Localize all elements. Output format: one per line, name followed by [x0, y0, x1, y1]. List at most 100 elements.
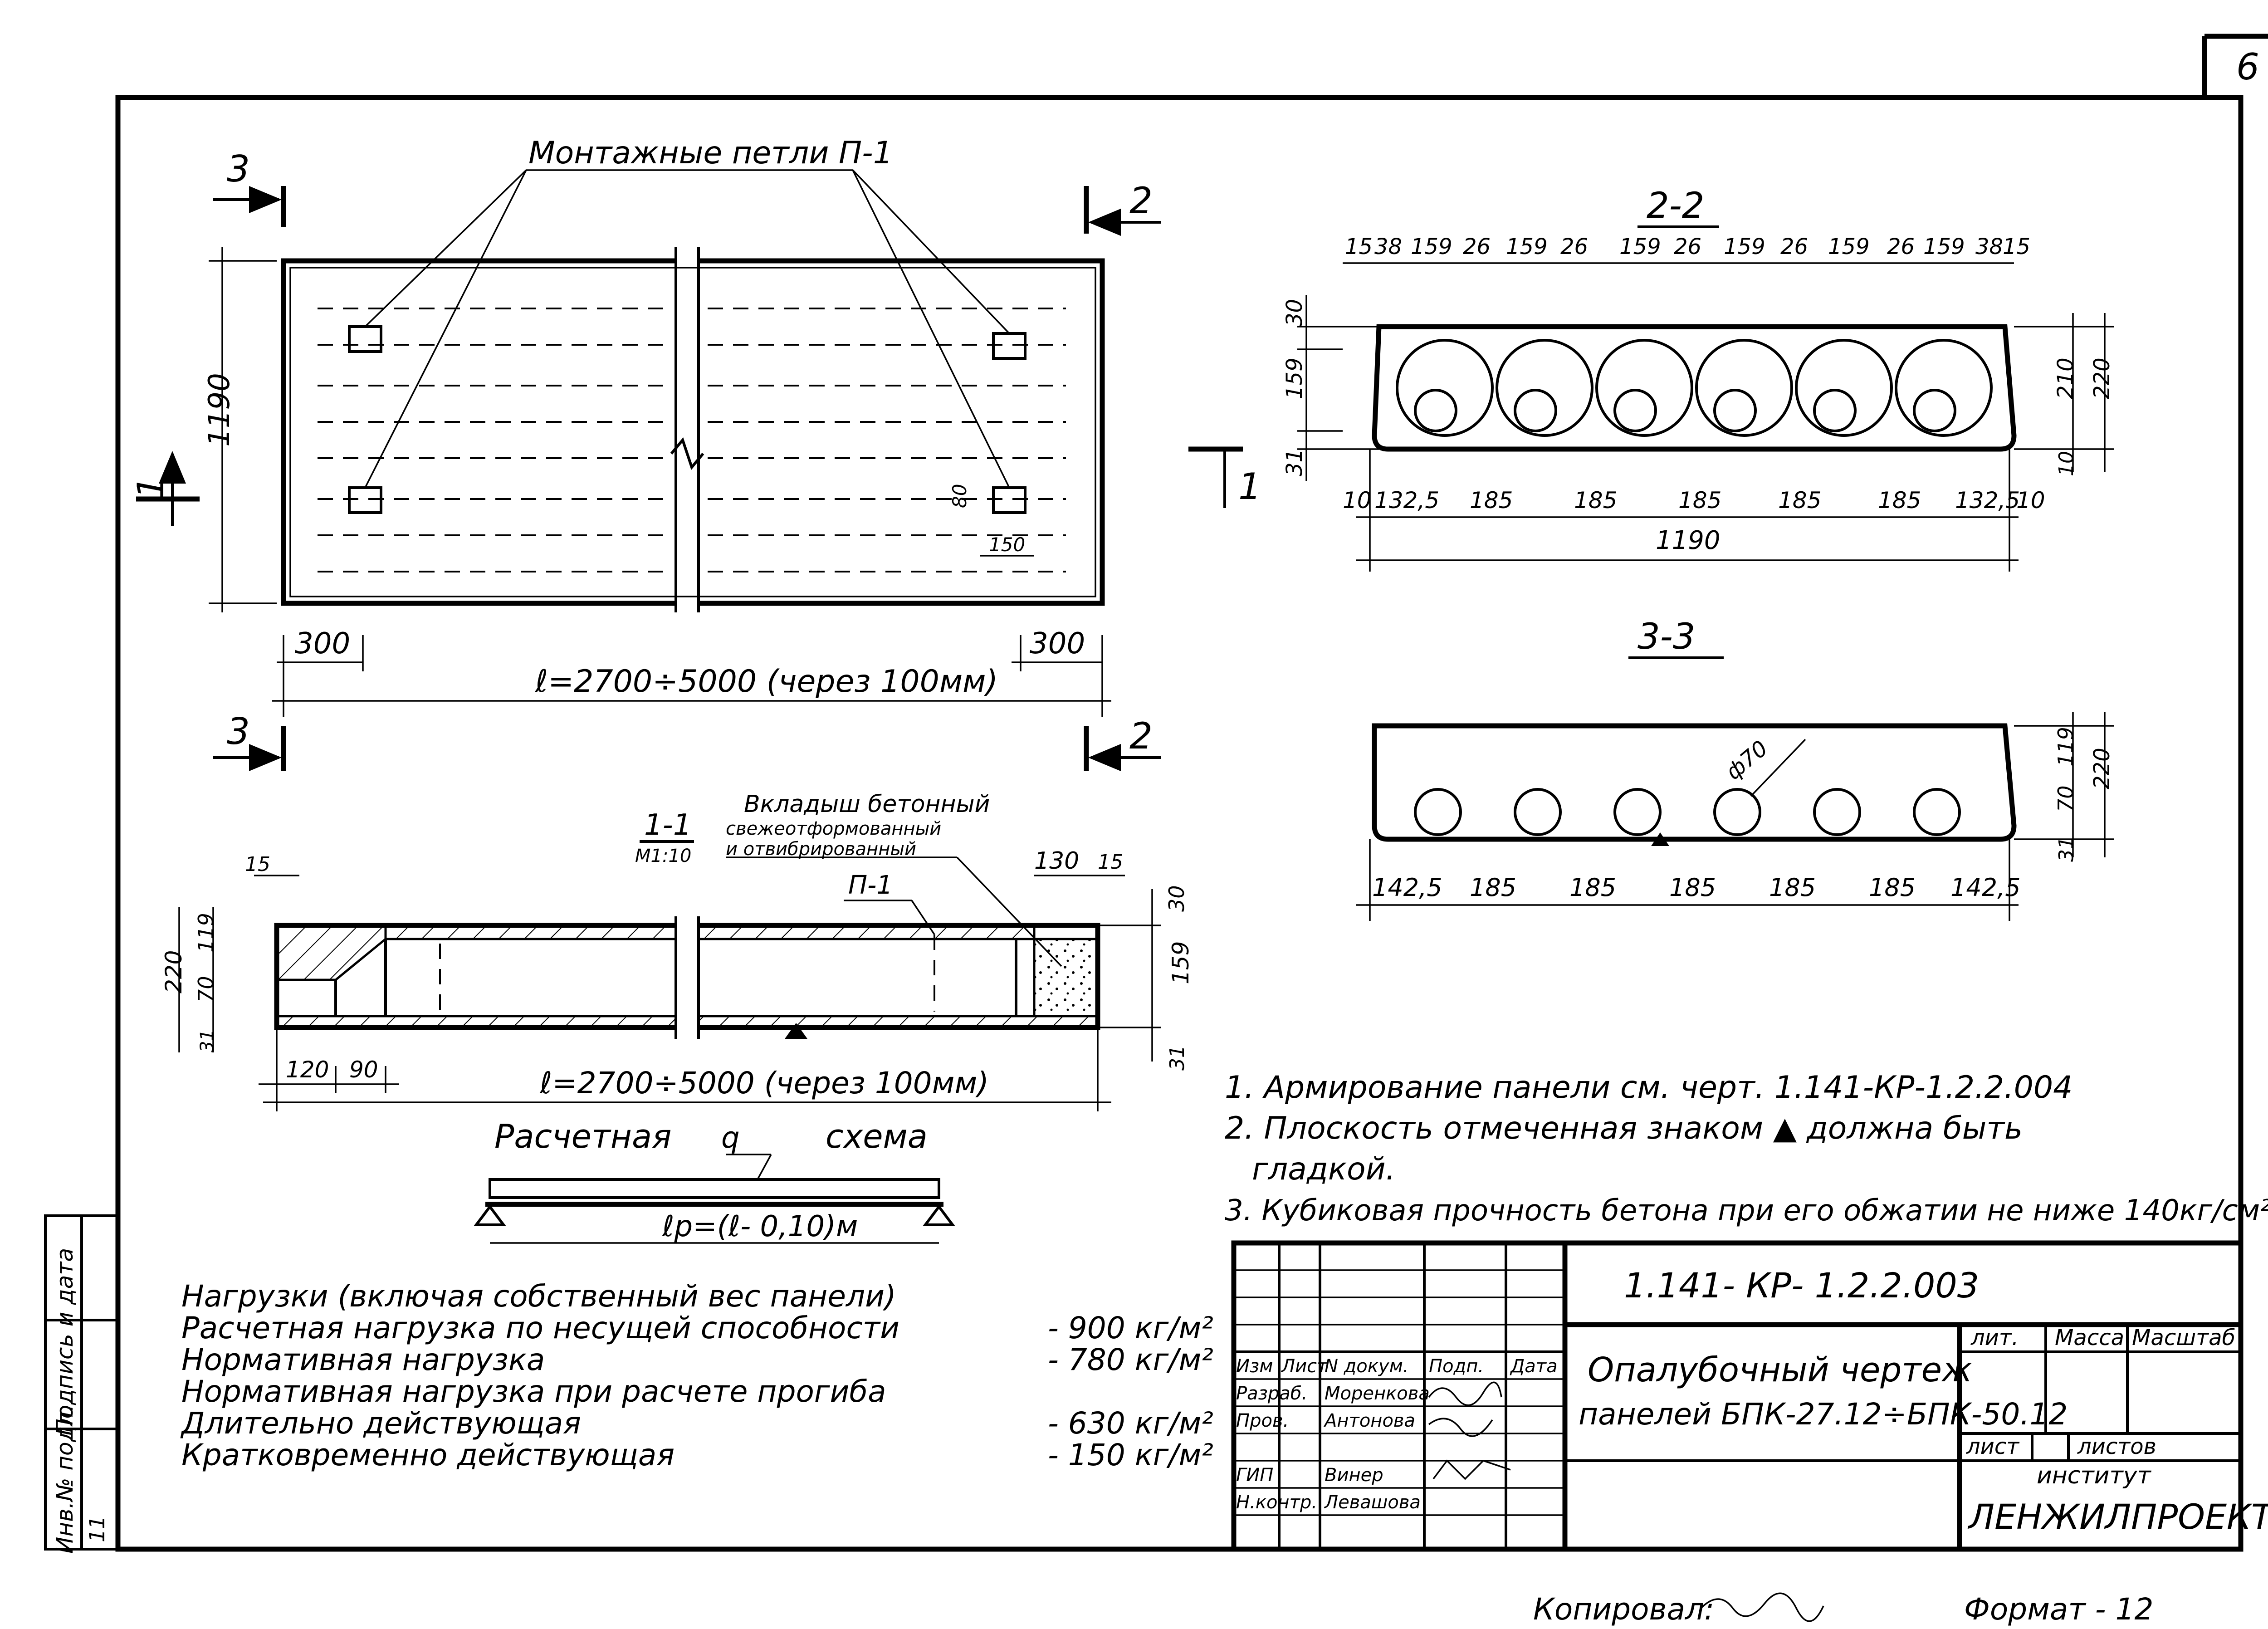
svg-text:П-1: П-1: [848, 871, 893, 900]
svg-text:Лист: Лист: [1281, 1356, 1328, 1377]
svg-text:Дата: Дата: [1510, 1356, 1558, 1377]
svg-text:70: 70: [194, 976, 218, 1003]
svg-text:- 780 кг/м²: - 780 кг/м²: [1048, 1342, 1213, 1377]
svg-text:159: 159: [1411, 234, 1452, 259]
svg-text:2: 2: [1129, 715, 1153, 757]
svg-text:Нормативная нагрузка при расче: Нормативная нагрузка при расчете прогиба: [181, 1374, 886, 1409]
svg-text:142,5: 142,5: [1372, 873, 1442, 902]
svg-text:Н.контр.: Н.контр.: [1236, 1492, 1317, 1513]
svg-text:Нормативная нагрузка: Нормативная нагрузка: [181, 1342, 545, 1377]
svg-text:31: 31: [1282, 449, 1307, 476]
drawing-code: 1.141- КР- 1.2.2.003: [1624, 1265, 1979, 1306]
smooth-surface-marker: [1651, 832, 1669, 846]
section-2-2-title: 2-2: [1647, 186, 1704, 226]
note-3: 3. Кубиковая прочность бетона при его об…: [1225, 1194, 2268, 1228]
section-mark-1-left: 1: [130, 451, 200, 526]
svg-text:1: 1: [130, 476, 172, 499]
svg-text:Расчетная: Расчетная: [494, 1117, 671, 1155]
svg-text:Подпись и дата: Подпись и дата: [52, 1248, 78, 1436]
section-3-3: 3-3 ф70 119 70 220 31 142,5 185 185: [1356, 616, 2115, 921]
svg-text:26: 26: [1780, 234, 1808, 259]
svg-text:30: 30: [1164, 885, 1189, 912]
svg-text:ГИП: ГИП: [1236, 1465, 1273, 1486]
svg-text:3: 3: [227, 148, 250, 190]
svg-text:132,5: 132,5: [1374, 487, 1439, 514]
section-mark-2-bottom: 2: [1084, 715, 1161, 771]
svg-text:1: 1: [1238, 465, 1261, 508]
svg-text:159: 159: [1168, 941, 1194, 984]
svg-text:185: 185: [1470, 487, 1513, 514]
institute-name: ЛЕНЖИЛПРОЕКТ: [1967, 1497, 2268, 1537]
svg-text:Кратковременно действующая: Кратковременно действующая: [181, 1438, 675, 1472]
loads-heading: Нагрузки (включая собственный вес панели…: [181, 1279, 896, 1314]
svg-text:Инв.№ подл.: Инв.№ подл.: [52, 1404, 78, 1554]
sheet-frame: 6: [115, 34, 2268, 1552]
svg-text:3: 3: [227, 710, 250, 753]
drawing-title-1: Опалубочный чертеж: [1588, 1350, 1972, 1389]
svg-text:185: 185: [1574, 487, 1617, 514]
svg-text:свежеотформованный: свежеотформованный: [726, 818, 941, 839]
svg-text:и отвибрированный: и отвибрированный: [726, 839, 916, 860]
svg-text:300: 300: [295, 627, 350, 660]
note-1: 1. Армирование панели см. черт. 1.141-КР…: [1225, 1070, 2072, 1106]
svg-text:220: 220: [2089, 748, 2115, 789]
svg-text:90: 90: [349, 1057, 378, 1083]
svg-text:38: 38: [1975, 234, 2003, 259]
svg-text:Левашова: Левашова: [1324, 1492, 1421, 1513]
section-2-2-voids: [1396, 339, 1993, 437]
page-number: 6: [2236, 46, 2259, 88]
svg-text:Длительно действующая: Длительно действующая: [180, 1406, 581, 1441]
section-1-1-scale: М1:10: [635, 846, 691, 866]
section-3-3-holes: [1414, 788, 1961, 836]
svg-text:институт: институт: [2037, 1462, 2152, 1489]
svg-text:159: 159: [1282, 357, 1307, 399]
loop-top-right: [992, 332, 1026, 360]
svg-text:15: 15: [1098, 851, 1123, 874]
svg-text:38: 38: [1374, 234, 1402, 259]
svg-text:- 630 кг/м²: - 630 кг/м²: [1048, 1406, 1213, 1441]
loop-bottom-right: [992, 486, 1026, 514]
svg-text:ф70: ф70: [1721, 736, 1773, 785]
calculation-scheme: Расчетная q схема ℓр=(ℓ- 0,10)м: [474, 1117, 955, 1244]
section-3-3-title: 3-3: [1637, 616, 1695, 657]
svg-text:схема: схема: [826, 1117, 928, 1155]
svg-text:- 900 кг/м²: - 900 кг/м²: [1048, 1311, 1213, 1345]
section-mark-2-top: 2: [1084, 180, 1161, 236]
svg-text:159: 159: [1506, 234, 1548, 259]
svg-text:220: 220: [161, 950, 187, 993]
section-1-1: 1-1 М1:10 Вкладыш бетонный свежеотформов…: [161, 791, 1194, 1111]
scheme-span: ℓр=(ℓ- 0,10)м: [662, 1210, 858, 1243]
svg-text:70: 70: [2053, 785, 2078, 812]
svg-text:Масштаб: Масштаб: [2132, 1325, 2235, 1350]
note-2: 2. Плоскость отмеченная знаком ▲ должна …: [1225, 1110, 2023, 1146]
svg-text:26: 26: [1674, 234, 1701, 259]
svg-text:Изм: Изм: [1236, 1356, 1273, 1377]
svg-text:130: 130: [1034, 847, 1079, 875]
svg-text:Разраб.: Разраб.: [1236, 1383, 1307, 1404]
svg-text:Антонова: Антонова: [1323, 1410, 1415, 1431]
svg-text:159: 159: [1923, 234, 1965, 259]
svg-text:30: 30: [1282, 299, 1307, 327]
svg-text:26: 26: [1463, 234, 1491, 259]
svg-text:185: 185: [1678, 487, 1721, 514]
section-2-2: 2-2 15 38 159 26 159 26 159 26 159 26 15…: [1282, 186, 2115, 572]
svg-text:185: 185: [1878, 487, 1921, 514]
section-2-2-bottom-dims: 10 132,5 185 185 185 185 185 132,5 10: [1343, 487, 2045, 514]
svg-text:Винер: Винер: [1325, 1465, 1383, 1486]
svg-text:185: 185: [1778, 487, 1821, 514]
footer: Копировал: Формат - 12: [1533, 1592, 2154, 1627]
svg-text:185: 185: [1869, 873, 1916, 902]
svg-text:159: 159: [1828, 234, 1870, 259]
svg-text:N докум.: N докум.: [1325, 1356, 1409, 1377]
svg-text:185: 185: [1569, 873, 1616, 902]
plan-dim-width: 1190: [203, 373, 236, 447]
svg-text:Расчетная нагрузка по несущей: Расчетная нагрузка по несущей способност…: [181, 1311, 899, 1345]
svg-text:2: 2: [1129, 180, 1153, 222]
svg-text:Подп.: Подп.: [1429, 1356, 1484, 1377]
loop-top-left: [348, 325, 382, 353]
svg-text:15: 15: [1345, 234, 1373, 259]
svg-text:q: q: [721, 1121, 740, 1155]
side-stamp: Инв.№ подл. Подпись и дата 11: [44, 1214, 119, 1554]
loop-bottom-left: [348, 486, 382, 514]
